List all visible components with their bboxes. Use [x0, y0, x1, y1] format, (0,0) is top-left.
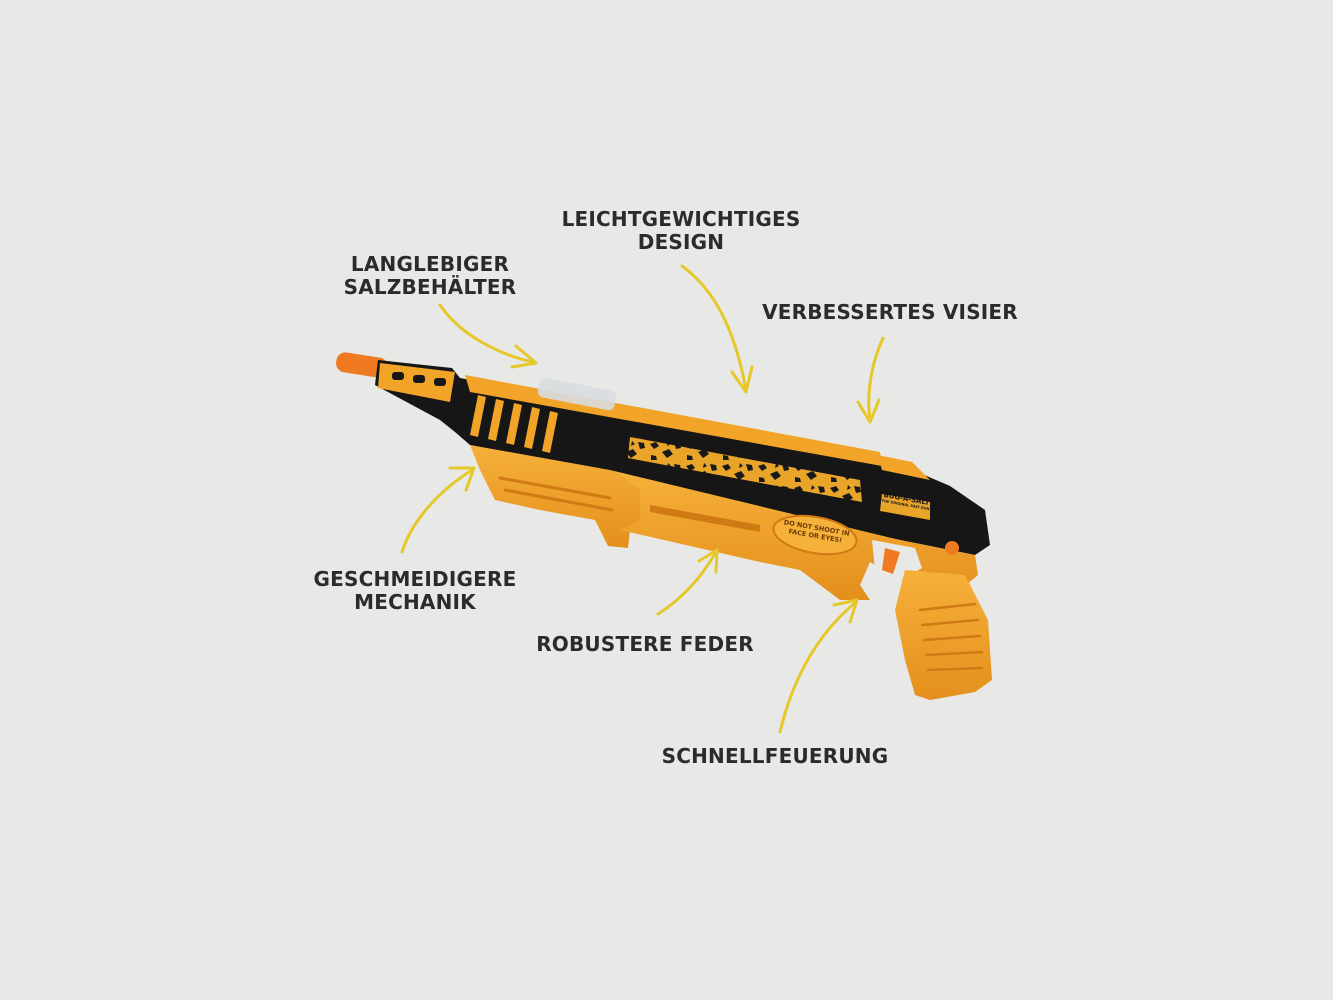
- arrow-to-grip: [778, 598, 859, 734]
- label-line: SALZBEHÄLTER: [343, 275, 517, 299]
- label-line: GESCHMEIDIGERE: [313, 567, 517, 591]
- muzzle-tip: [336, 352, 388, 378]
- lower-body: [610, 470, 978, 600]
- label-line: SCHNELLFEUERUNG: [661, 744, 889, 768]
- pistol-grip: [895, 570, 992, 700]
- label-line: DESIGN: [637, 230, 725, 254]
- label-line: LANGLEBIGER: [350, 252, 510, 276]
- pump-forend: [470, 445, 640, 548]
- arrow-to-mechanik: [400, 466, 476, 554]
- label-line: VERBESSERTES VISIER: [762, 300, 1018, 324]
- label-verbessertes-visier: VERBESSERTES VISIER: [740, 301, 1040, 324]
- label-line: LEICHTGEWICHTIGES: [561, 207, 801, 231]
- label-leichtgewichtiges-design: LEICHTGEWICHTIGES DESIGN: [540, 208, 822, 254]
- label-robustere-feder: ROBUSTERE FEDER: [520, 633, 770, 656]
- label-schnellfeuerung: SCHNELLFEUERUNG: [645, 745, 905, 768]
- label-line: ROBUSTERE FEDER: [536, 632, 754, 656]
- arrow-to-sight: [856, 336, 885, 424]
- arrow-to-feder: [656, 548, 719, 616]
- label-langlebiger-salzbehaelter: LANGLEBIGER SALZBEHÄLTER: [320, 253, 540, 299]
- barrel-receiver: [375, 360, 990, 555]
- label-line: MECHANIK: [354, 590, 476, 614]
- arrow-to-salt-reservoir: [438, 303, 538, 369]
- label-geschmeidigere-mechanik: GESCHMEIDIGERE MECHANIK: [290, 568, 540, 614]
- arrow-to-design: [680, 264, 754, 394]
